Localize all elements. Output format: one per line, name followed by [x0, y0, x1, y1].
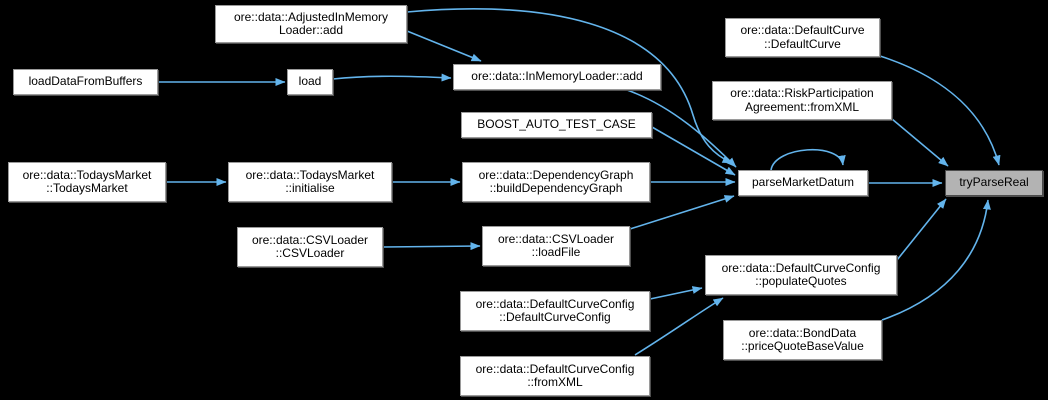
edge-parsemarketdatum-self-loop	[770, 148, 846, 171]
edge-loadfile-to-parsemarketdatum	[629, 195, 735, 230]
edge-inmemoryloader-add-to-parsemarketdatum	[626, 89, 737, 168]
node-parsemarketdatum[interactable]: parseMarketDatum	[738, 170, 868, 196]
edge-defaultcurveconfig-fromxml-to-populatequotes	[634, 297, 724, 356]
edge-pricequotebasevalue-to-tryparsereal	[881, 199, 991, 321]
edge-adjustedinmemoryloader-add-to-parsemarketdatum	[406, 8, 733, 164]
node-defaultcurveconfig-ctor[interactable]: ore::data::DefaultCurveConfig ::DefaultC…	[460, 291, 650, 331]
node-riskparticipation-fromxml[interactable]: ore::data::RiskParticipation Agreement::…	[712, 81, 892, 120]
node-defaultcurveconfig-fromxml[interactable]: ore::data::DefaultCurveConfig ::fromXML	[460, 356, 650, 396]
node-todaysmarket-ctor[interactable]: ore::data::TodaysMarket ::TodaysMarket	[8, 162, 166, 202]
edge-load-to-inmemoryloader-add	[332, 73, 452, 82]
node-tryparsereal[interactable]: tryParseReal	[945, 170, 1043, 196]
node-boost-auto-test-case[interactable]: BOOST_AUTO_TEST_CASE	[461, 112, 652, 138]
node-loaddatafrombuffers[interactable]: loadDataFromBuffers	[13, 69, 158, 95]
edge-boost-auto-test-case-to-parsemarketdatum	[651, 126, 736, 176]
edge-defaultcurve-to-tryparsereal	[879, 55, 1001, 166]
node-builddependencygraph[interactable]: ore::data::DependencyGraph ::buildDepend…	[462, 162, 650, 202]
node-bonddata-pricequotebasevalue[interactable]: ore::data::BondData ::priceQuoteBaseValu…	[723, 320, 882, 360]
node-defaultcurveconfig-populatequotes[interactable]: ore::data::DefaultCurveConfig ::populate…	[705, 255, 897, 295]
edge-csvloader-ctor-to-loadfile	[382, 242, 481, 251]
edge-defaultcurveconfig-ctor-to-populatequotes	[649, 286, 703, 300]
node-defaultcurve-ctor[interactable]: ore::data::DefaultCurve ::DefaultCurve	[725, 18, 880, 57]
node-adjustedinmemoryloader-add[interactable]: ore::data::AdjustedInMemory Loader::add	[215, 5, 407, 43]
edge-adjustedinmemoryloader-add-to-inmemoryloader-add	[406, 30, 482, 62]
node-inmemoryloader-add[interactable]: ore::data::InMemoryLoader::add	[453, 64, 661, 90]
node-csvloader-loadfile[interactable]: ore::data::CSVLoader ::loadFile	[482, 226, 630, 266]
node-csvloader-ctor[interactable]: ore::data::CSVLoader ::CSVLoader	[237, 227, 383, 267]
node-load[interactable]: load	[287, 69, 333, 95]
node-todaysmarket-initialise[interactable]: ore::data::TodaysMarket ::initialise	[228, 162, 392, 202]
edge-riskparticipation-fromxml-to-tryparsereal	[891, 118, 949, 167]
edge-populatequotes-to-tryparsereal	[896, 198, 947, 261]
